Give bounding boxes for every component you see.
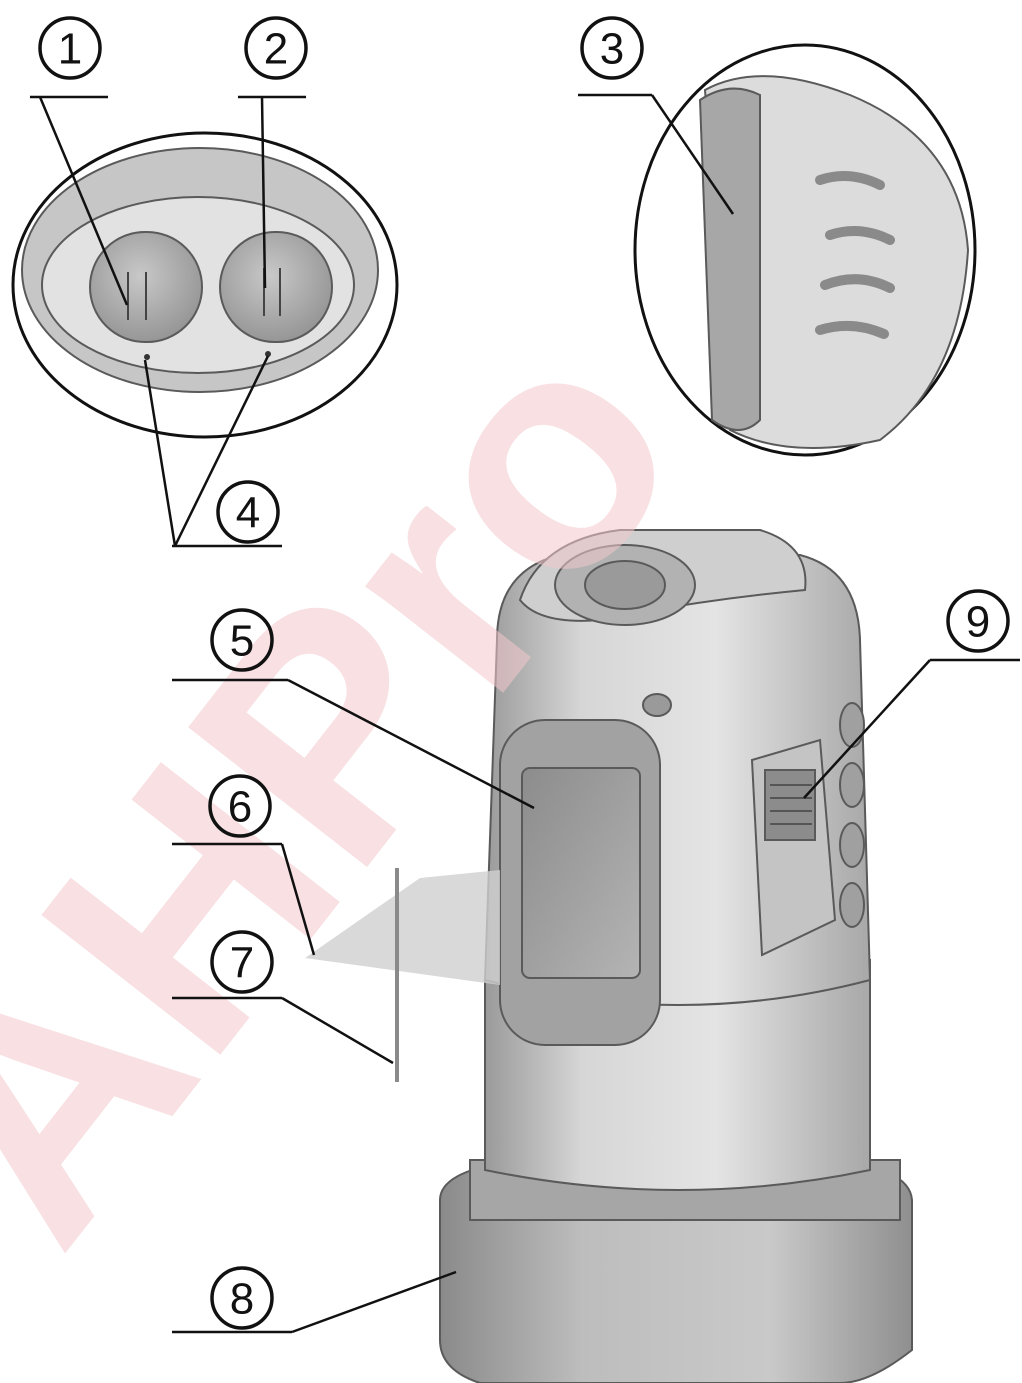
callout-9: 9 bbox=[803, 589, 1020, 799]
callout-number: 9 bbox=[966, 598, 990, 647]
callout-number: 8 bbox=[230, 1275, 254, 1324]
callout-number: 3 bbox=[600, 25, 624, 74]
side-panel-detail bbox=[633, 43, 977, 457]
horizontal-laser-plane bbox=[305, 870, 500, 985]
slide-switch bbox=[764, 769, 816, 841]
callout-7: 7 bbox=[172, 930, 394, 1065]
indicator-led bbox=[265, 351, 271, 357]
callout-number: 5 bbox=[230, 617, 254, 666]
laser-window bbox=[521, 767, 641, 979]
callout-4: 4 bbox=[143, 355, 282, 548]
button-panel-detail bbox=[11, 131, 399, 439]
callout-8: 8 bbox=[172, 1266, 457, 1334]
callout-number: 7 bbox=[230, 939, 254, 988]
callout-number: 6 bbox=[228, 783, 252, 832]
callout-2: 2 bbox=[238, 16, 308, 289]
indicator-led bbox=[144, 354, 150, 360]
callout-6: 6 bbox=[172, 774, 316, 956]
button-2 bbox=[219, 231, 333, 343]
callout-number: 4 bbox=[236, 489, 260, 538]
callout-1: 1 bbox=[30, 16, 129, 306]
callout-3: 3 bbox=[578, 16, 735, 215]
callout-number: 2 bbox=[264, 25, 288, 74]
laser-level-body bbox=[305, 529, 913, 1383]
callout-5: 5 bbox=[172, 608, 535, 810]
callout-number: 1 bbox=[58, 25, 82, 74]
